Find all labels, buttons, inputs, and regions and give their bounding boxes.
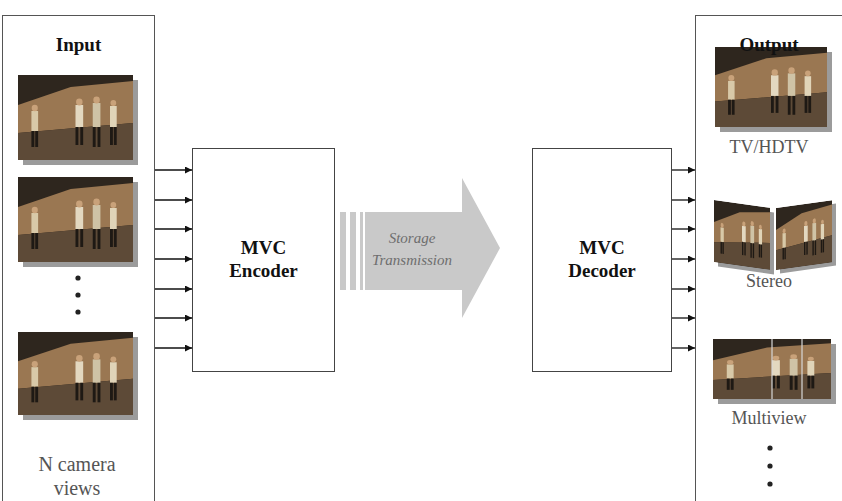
signal-arrow [155, 169, 192, 170]
signal-arrow [155, 258, 192, 259]
signal-arrow [155, 288, 192, 289]
signal-arrow [672, 317, 695, 318]
output-label: Stereo [696, 271, 842, 293]
arrow-part [340, 212, 346, 290]
box-label: MVC Encoder [213, 237, 314, 283]
arrow-part [365, 178, 500, 318]
arrow-label: Storage Transmission [364, 228, 460, 272]
decoder-box: MVC Decoder [532, 148, 672, 372]
signal-arrow [155, 199, 192, 200]
panel-caption: N camera views [21, 452, 133, 500]
panel-heading: Input [3, 34, 154, 57]
box-label: MVC Decoder [553, 237, 651, 283]
output-label: TV/HDTV [696, 137, 842, 159]
signal-arrow [672, 288, 695, 289]
input-photos [18, 75, 138, 420]
signal-arrow [672, 169, 695, 170]
signal-arrow [672, 228, 695, 229]
output-panel: OutputTV/HDTV StereoMultiview [695, 15, 842, 501]
output-label: Multiview [696, 408, 842, 430]
signal-arrow [155, 317, 192, 318]
signal-arrow [672, 258, 695, 259]
arrow-shape [340, 178, 500, 318]
encoder-box: MVC Encoder [192, 148, 335, 372]
input-panel: Input N camera views [2, 15, 155, 501]
transmission-arrow: Storage Transmission [340, 178, 500, 318]
panel-heading: Output [696, 34, 842, 57]
arrow-part [350, 212, 356, 290]
signal-arrow [672, 347, 695, 348]
signal-arrow [155, 347, 192, 348]
arrow-part [360, 212, 363, 290]
signal-arrow [155, 228, 192, 229]
signal-arrow [672, 199, 695, 200]
